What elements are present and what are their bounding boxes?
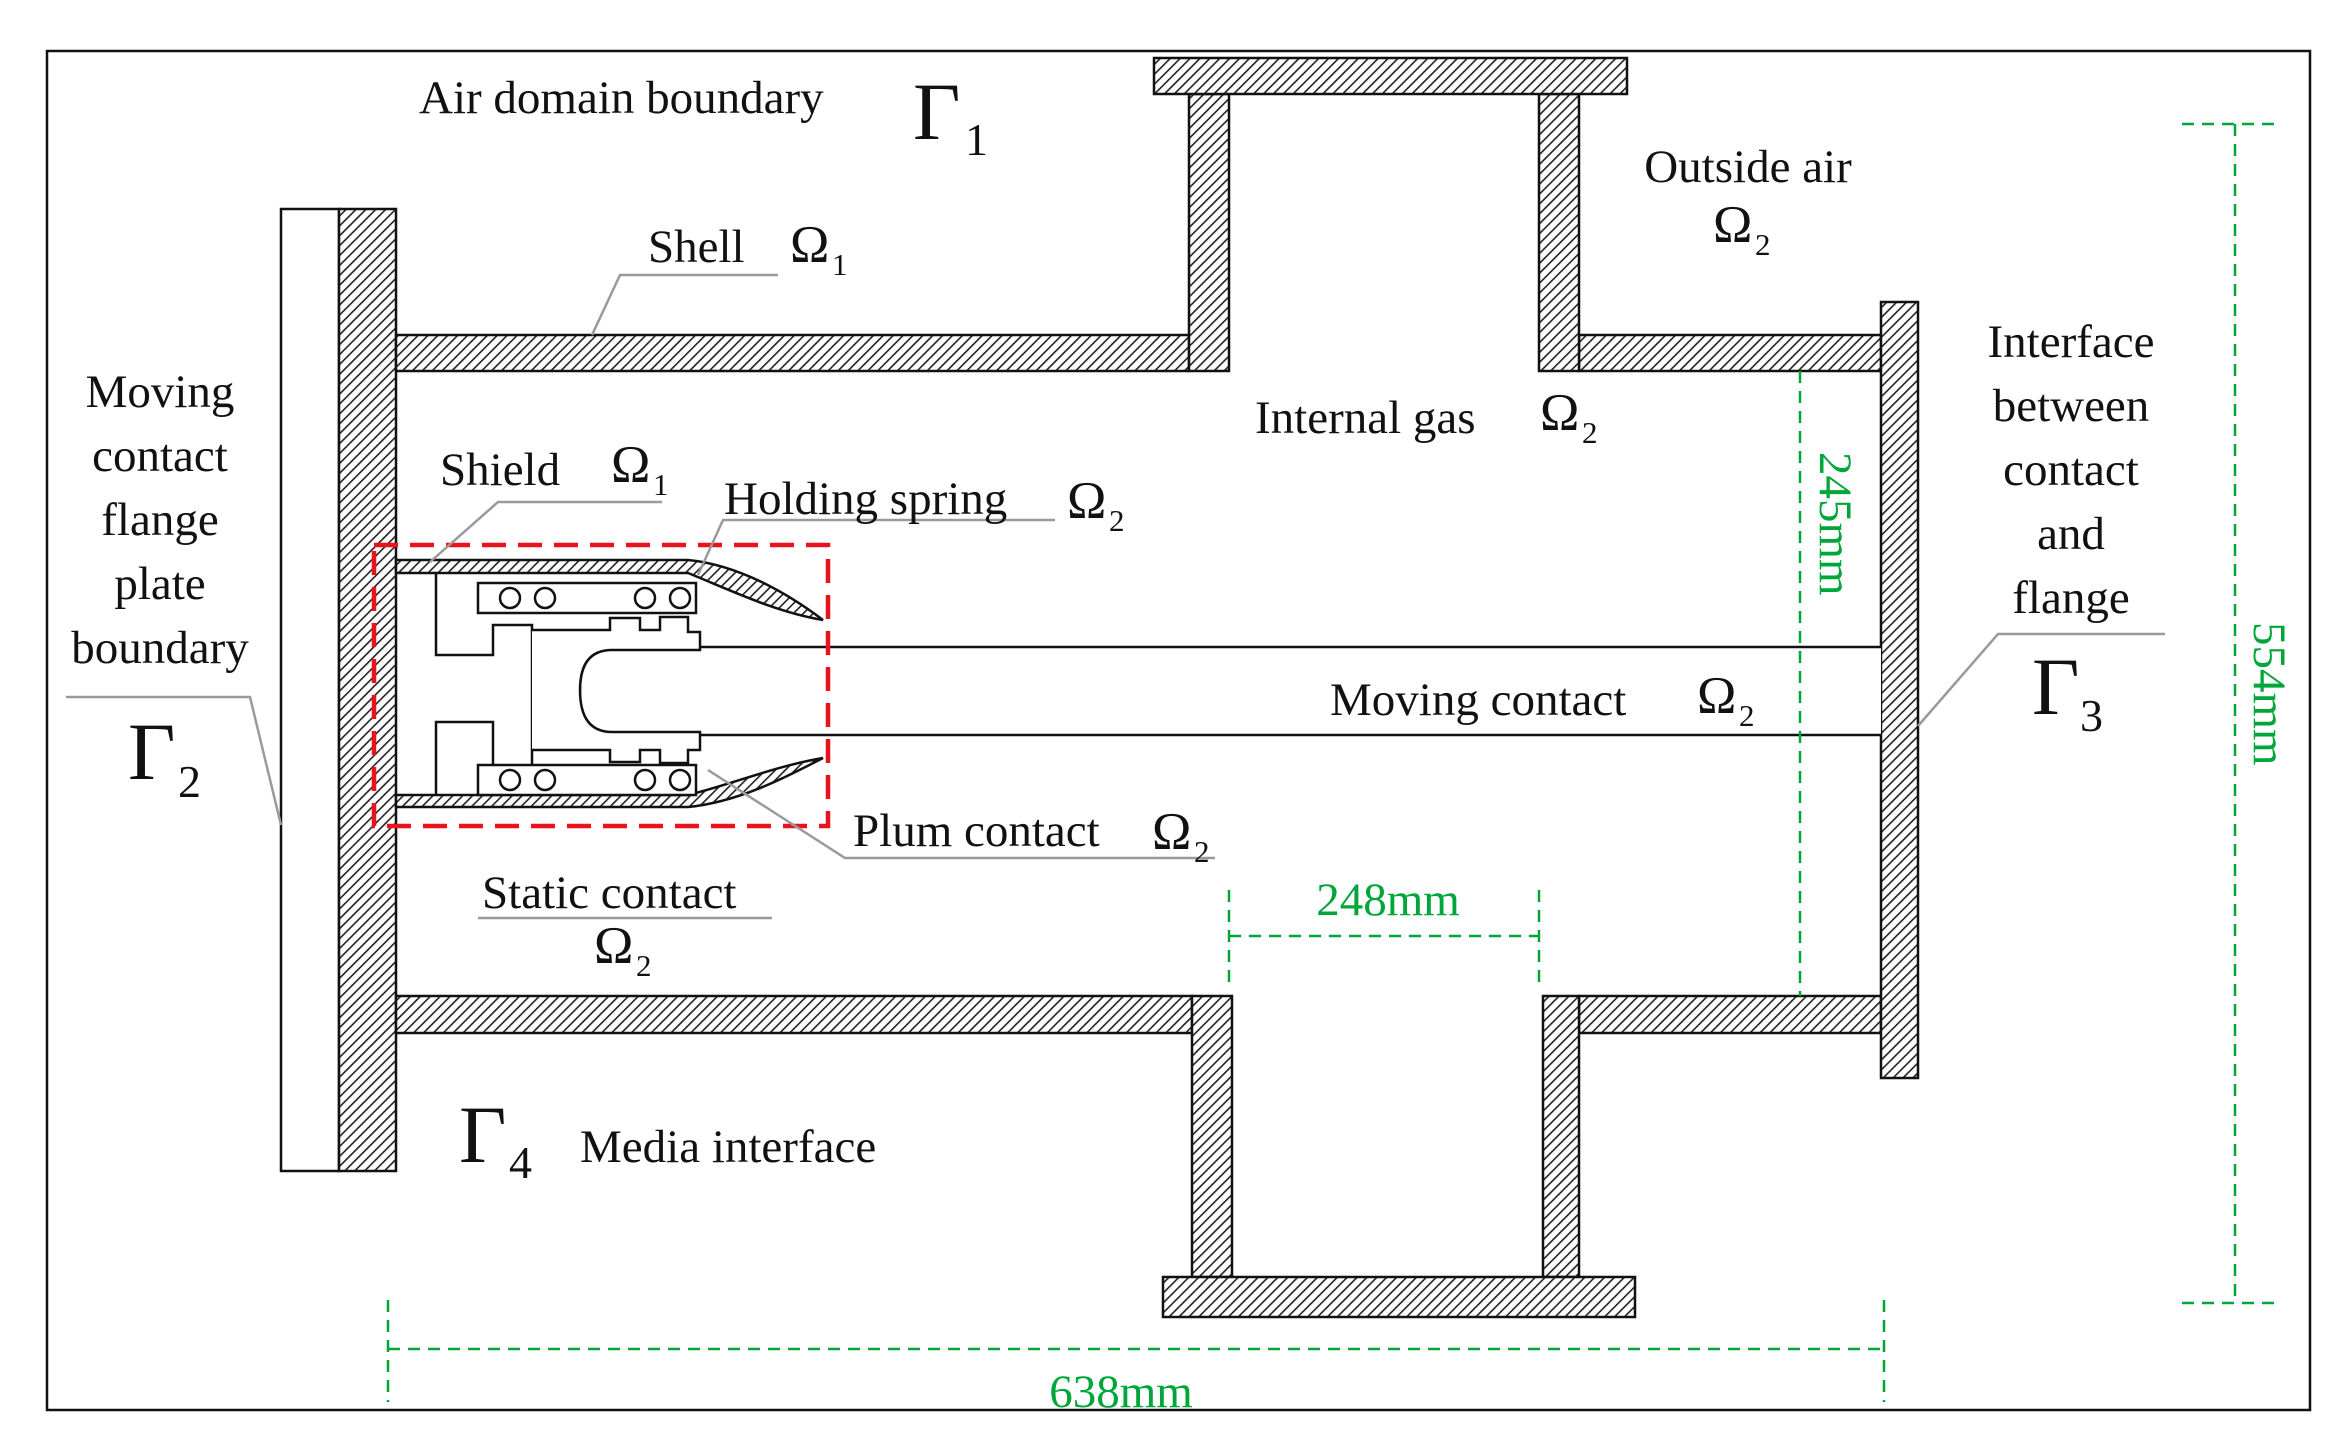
label-plum-contact: Plum contact [853,805,1100,857]
lower-branch-left-wall [1190,994,1234,1279]
subscript-omega-static-contact: 2 [636,948,652,983]
upper-branch-left-wall [1187,92,1231,373]
label-holding-spring: Holding spring [724,473,1007,525]
upper-branch-flange [1152,56,1629,96]
spring-coil [633,768,657,792]
dim-branch-width-label: 248mm [1316,874,1460,926]
shield-lower [394,756,824,809]
moving-contact-rod [578,645,1881,737]
label-media-interface: Media interface [580,1121,876,1173]
label-air-domain-boundary: Air domain boundary [419,72,824,124]
label-outside-air: Outside air [1644,141,1852,193]
subscript-omega-shield: 1 [653,467,669,502]
right-end-flange [1879,300,1920,1080]
subscript-omega-outside-air: 2 [1755,227,1771,262]
symbol-gamma-3: Γ [2032,641,2079,732]
label-static-contact: Static contact [482,867,736,919]
static-contact-core [532,615,702,765]
leader-shell [590,273,778,336]
shield-upper [394,558,824,622]
subscript-omega-moving-contact: 2 [1739,698,1755,733]
label-interface-line-2: between [1993,380,2150,432]
dim-total-length-label: 638mm [1049,1366,1193,1418]
upper-branch-right-wall [1537,92,1581,373]
spring-coil [498,768,522,792]
symbol-omega-internal-gas: Ω [1540,384,1579,442]
symbol-gamma-1: Γ [913,66,960,157]
leader-lines [66,273,2165,920]
flange-plate [337,207,398,1173]
air-domain-frame [45,49,2312,1412]
lower-branch-right-wall [1541,994,1581,1279]
symbol-omega-outside-air: Ω [1713,196,1752,254]
symbol-gamma-4: Γ [459,1089,506,1180]
symbol-omega-shield: Ω [611,436,650,494]
subscript-gamma-2: 2 [178,756,201,807]
symbol-omega-moving-contact: Ω [1697,667,1736,725]
leader-shield [429,500,662,563]
subscript-gamma-1: 1 [965,114,988,165]
symbol-omega-holding-spring: Ω [1067,472,1106,530]
spring-coil [533,768,557,792]
dim-total-height-label: 554mm [2243,622,2295,766]
label-moving-contact: Moving contact [1330,674,1626,726]
subscript-omega-plum-contact: 2 [1194,834,1210,869]
spring-coil [633,586,657,610]
label-flange-line-1: Moving [86,366,235,418]
label-interface-line-4: and [2037,508,2105,560]
shell-bottom-left [394,994,1194,1035]
label-shell: Shell [648,221,745,273]
label-flange-line-5: boundary [71,622,249,674]
label-flange-line-4: plate [114,558,205,610]
subscript-omega-holding-spring: 2 [1109,503,1125,538]
leader-flange-boundary [66,695,283,826]
symbol-gamma-2: Γ [128,706,175,797]
contact-region-highlight [371,542,831,829]
dimension-lines [386,122,2280,1402]
subscript-omega-shell: 1 [832,247,848,282]
spring-coil [498,586,522,610]
shell-top-left [394,333,1191,373]
label-internal-gas: Internal gas [1255,392,1476,444]
subscript-omega-internal-gas: 2 [1582,415,1598,450]
spring-coil [668,586,692,610]
symbol-omega-plum-contact: Ω [1152,803,1191,861]
leader-holding-spring [696,518,1055,576]
label-shield: Shield [440,444,560,496]
shell-top-right [1577,333,1883,373]
spring-coil [668,768,692,792]
symbol-omega-shell: Ω [790,216,829,274]
spring-coil [533,586,557,610]
label-interface-line-5: flange [2012,572,2129,624]
label-interface-line-1: Interface [1988,316,2155,368]
label-interface-line-3: contact [2003,444,2139,496]
leader-interface [1917,632,2165,727]
subscript-gamma-3: 3 [2080,690,2103,741]
symbol-omega-static-contact: Ω [594,917,633,975]
subscript-gamma-4: 4 [509,1137,532,1188]
shell-bottom-right [1577,994,1883,1035]
leader-plum-contact [707,768,1215,860]
dim-inner-height-label: 245mm [1809,452,1861,596]
lower-branch-flange [1161,1275,1637,1319]
label-flange-line-3: flange [101,494,218,546]
label-flange-line-2: contact [92,430,228,482]
flange-plate-boundary [279,207,341,1173]
